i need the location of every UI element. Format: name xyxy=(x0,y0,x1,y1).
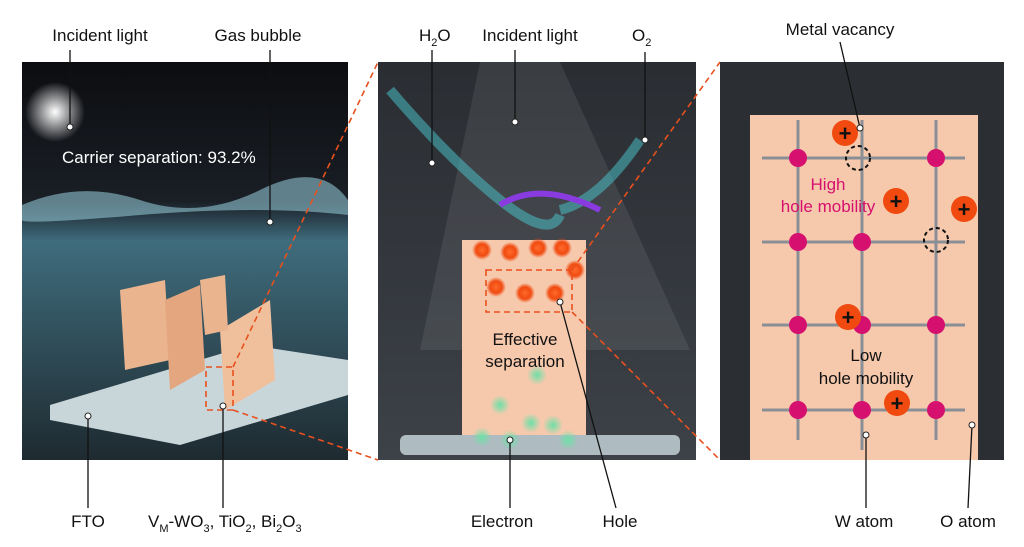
incident-light-label-middle: Incident light xyxy=(482,26,578,45)
w-atoms xyxy=(789,149,945,419)
h2o-label: H2O xyxy=(419,26,451,49)
fto-label: FTO xyxy=(71,512,105,531)
svg-text:+: + xyxy=(890,189,903,214)
low-mobility-label: hole mobility xyxy=(819,369,914,388)
zoom-box-middle xyxy=(485,269,573,313)
hole-particles: + + + + + xyxy=(832,120,977,416)
zoom-box-left xyxy=(205,366,234,411)
svg-text:+: + xyxy=(891,391,904,416)
svg-text:+: + xyxy=(842,305,855,330)
nanosheet xyxy=(120,280,170,370)
svg-text:+: + xyxy=(958,197,971,222)
separation-label: separation xyxy=(485,352,564,371)
water-surface xyxy=(21,177,348,222)
materials-label: VM-WO3, TiO2, Bi2O3 xyxy=(148,512,302,535)
effective-label: Effective xyxy=(493,330,558,349)
right-panel: + + + + + High hole mobility Low hole mo… xyxy=(720,62,1004,460)
o2-label: O2 xyxy=(632,26,651,49)
holes xyxy=(472,238,585,303)
gas-bubble-label: Gas bubble xyxy=(215,26,302,45)
left-panel: Carrier separation: 93.2% xyxy=(21,62,348,460)
low-label: Low xyxy=(850,346,882,365)
electron-label: Electron xyxy=(471,512,533,531)
electrons xyxy=(472,365,578,450)
svg-text:+: + xyxy=(839,121,852,146)
carrier-separation-label: Carrier separation: 93.2% xyxy=(62,148,256,167)
w-atom-label: W atom xyxy=(835,512,894,531)
callouts xyxy=(66,41,976,509)
high-label: High xyxy=(811,175,846,194)
high-mobility-label: hole mobility xyxy=(781,197,876,216)
vacancy-marker xyxy=(845,145,871,171)
metal-vacancy-label: Metal vacancy xyxy=(786,20,895,39)
middle-panel: Effective separation xyxy=(378,62,696,460)
crystal-slab xyxy=(462,240,586,440)
o-atom-label: O atom xyxy=(940,512,996,531)
substrate xyxy=(400,435,680,455)
light-source-icon xyxy=(25,82,85,142)
incident-light-label-left: Incident light xyxy=(52,26,148,45)
hole-label: Hole xyxy=(603,512,638,531)
